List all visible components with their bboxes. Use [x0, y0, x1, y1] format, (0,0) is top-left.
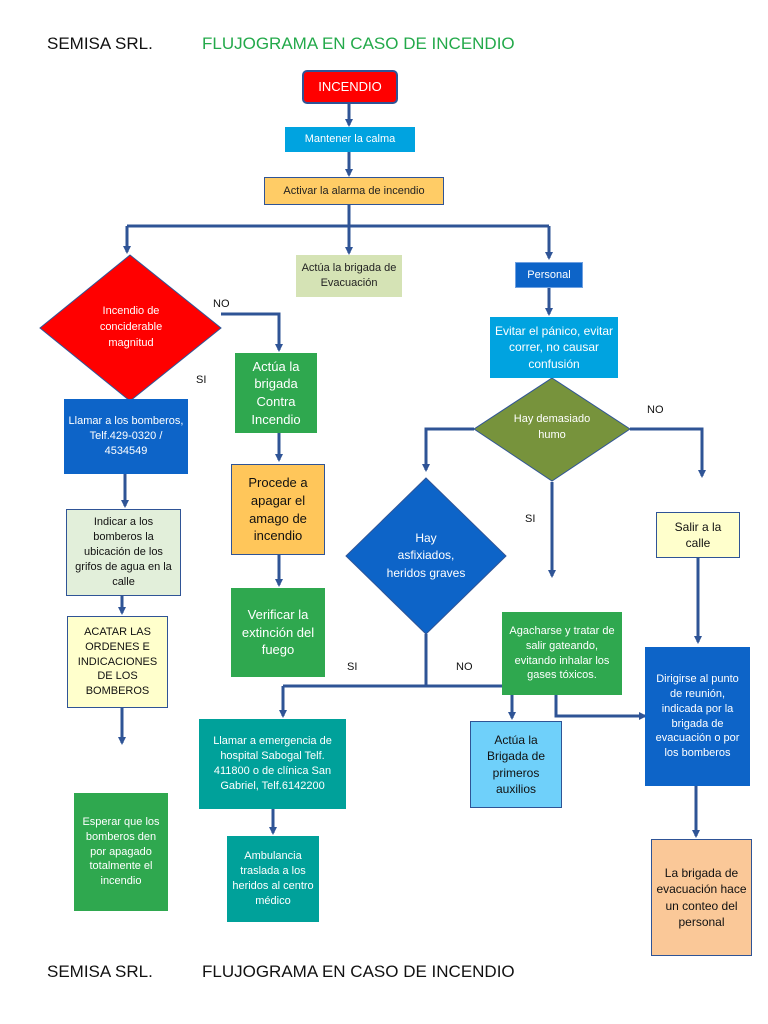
node-dirigirse-punto: Dirigirse al punto de reunión, indicada … — [645, 647, 750, 786]
footer-company: SEMISA SRL. — [47, 962, 153, 981]
node-salir-calle: Salir a la calle — [656, 512, 740, 558]
node-procede-apagar: Procede a apagar el amago de incendio — [231, 464, 325, 555]
header-title: FLUJOGRAMA EN CASO DE INCENDIO — [202, 34, 515, 53]
connector — [422, 427, 474, 472]
label-si: SI — [196, 374, 207, 386]
node-verificar-extincion: Verificar la extinción del fuego — [231, 588, 325, 677]
node-activar-alarma: Activar la alarma de incendio — [264, 177, 444, 205]
node-llamar-emergencia: Llamar a emergencia de hospital Sabogal … — [199, 719, 346, 809]
footer-title: FLUJOGRAMA EN CASO DE INCENDIO — [202, 962, 515, 981]
node-hay-asfixiados: Hay asfixiados, heridos graves — [386, 530, 466, 580]
label-no: NO — [456, 661, 473, 673]
node-agacharse: Agacharse y tratar de salir gateando, ev… — [502, 612, 622, 695]
decision-hay-humo — [473, 377, 631, 482]
node-incendio-magnitud: Incendio de conciderable magnitud — [99, 305, 163, 349]
label-si: SI — [525, 513, 536, 525]
node-evitar-panico: Evitar el pánico, evitar correr, no caus… — [490, 317, 618, 378]
label-si: SI — [347, 661, 358, 673]
header-company: SEMISA SRL. — [47, 34, 153, 53]
node-conteo-personal: La brigada de evacuación hace un conteo … — [651, 839, 752, 956]
node-personal: Personal — [515, 262, 583, 288]
node-brigada-contra-incendio: Actúa la brigada Contra Incendio — [235, 353, 317, 433]
connector — [630, 427, 706, 478]
connector — [554, 695, 647, 720]
node-indicar-grifos: Indicar a los bomberos la ubicación de l… — [66, 509, 181, 596]
node-brigada-primeros-auxilios: Actúa la Brigada de primeros auxilios — [470, 721, 562, 808]
decision-hay-asfixiados — [345, 477, 507, 635]
label-no: NO — [213, 298, 230, 310]
node-ambulancia: Ambulancia traslada a los heridos al cen… — [227, 836, 319, 922]
node-acatar-ordenes: ACATAR LAS ORDENES E INDICACIONES DE LOS… — [67, 616, 168, 708]
label-no: NO — [647, 404, 664, 416]
node-incendio: INCENDIO — [302, 70, 398, 104]
connector — [127, 205, 549, 228]
node-mantener-calma: Mantener la calma — [285, 127, 415, 152]
node-llamar-bomberos: Llamar a los bomberos, Telf.429-0320 / 4… — [64, 399, 188, 474]
node-brigada-evacuacion: Actúa la brigada de Evacuación — [296, 255, 402, 297]
node-hay-humo: Hay demasiado humo — [513, 413, 591, 441]
node-esperar-bomberos: Esperar que los bomberos den por apagado… — [74, 793, 168, 911]
connector — [221, 312, 283, 352]
